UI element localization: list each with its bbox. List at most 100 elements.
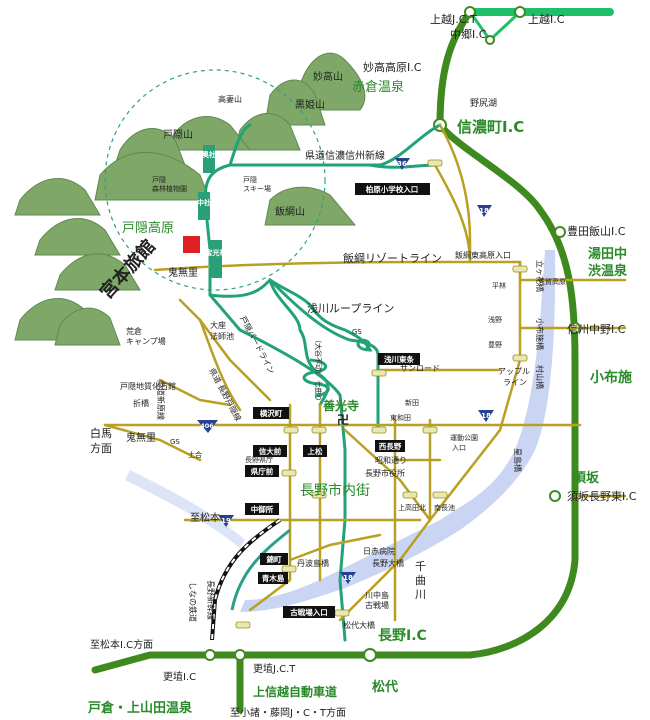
svg-text:18: 18 xyxy=(479,207,489,215)
intersection-label-boxes: 柏原小学校入口 浅川東条 横沢町 信大前 上松 西長野 県庁前 中御所 錦町 青… xyxy=(245,183,430,618)
label-shinden: 新田 xyxy=(405,398,419,407)
label-joetsu-ic: 上越I.C xyxy=(528,12,565,26)
label-myoko-ic: 妙高高原I.C xyxy=(363,60,422,74)
svg-text:信大前: 信大前 xyxy=(259,446,282,456)
svg-text:横沢町: 横沢町 xyxy=(260,408,283,418)
label-nagano-ic: 長野I.C xyxy=(378,628,427,644)
label-toyota-iiyama: 豊田飯山I.C xyxy=(567,224,626,238)
label-iizuna: 飯綱山 xyxy=(275,205,305,218)
label-apple-1: アップル xyxy=(498,367,530,376)
label-joshinetsu: 上信越自動車道 xyxy=(253,684,337,699)
label-iizuna-higashi: 飯綱東高原入口 xyxy=(455,250,511,260)
label-hirabayashi: 平林 xyxy=(492,281,506,290)
yellow-roads xyxy=(103,123,627,622)
label-higashiwada: 東和田 xyxy=(390,413,411,422)
signal-markers xyxy=(235,159,528,629)
label-kinami-2: 鬼無里 xyxy=(126,431,156,444)
label-ojiro-1: 大座 xyxy=(210,320,226,330)
label-shikanochi: 志賀高原 xyxy=(538,277,566,286)
label-nagano-kencho: 長野県庁 xyxy=(245,455,273,464)
label-zenkoji: 善光寺 xyxy=(323,398,359,413)
label-togakushi-san: 戸隠山 xyxy=(163,129,193,141)
label-koshoku-ic: 更埴I.C xyxy=(163,670,196,683)
label-nagano-shiyakusho: 長野市役所 xyxy=(365,468,405,478)
svg-text:18: 18 xyxy=(343,574,353,582)
label-chikuma-1: 千 xyxy=(415,560,426,573)
label-suzaka: 須坂 xyxy=(572,470,600,486)
label-asakawa-loop: 浅川ループライン xyxy=(307,302,394,315)
label-hikari: 戸隠地質化石館 xyxy=(120,381,176,391)
svg-text:青木島: 青木島 xyxy=(262,573,285,583)
label-nojiriko: 野尻湖 xyxy=(470,98,497,109)
label-showadori: 昭和通り xyxy=(375,455,407,465)
label-nagano-shinkansen: 長野新幹線 xyxy=(206,580,216,620)
label-toyono: 豊野 xyxy=(488,340,502,349)
label-to-komoro: 至小諸・藤岡J・C・T方面 xyxy=(230,706,346,719)
label-apple-2: ライン xyxy=(503,378,527,387)
label-murayama: 村山橋 xyxy=(535,365,545,389)
label-gs1: GS xyxy=(170,438,180,446)
label-togakushi-forest-1: 戸隠 xyxy=(152,175,166,184)
mountain-range xyxy=(14,52,366,346)
route-shields: 36 18 18 18 406 19 xyxy=(197,158,494,584)
asakawa-loop-road xyxy=(269,278,373,352)
label-obuse: 小布施 xyxy=(590,369,632,386)
label-suzaka-nagano-higashi: 須坂長野東I.C xyxy=(567,490,637,503)
label-togura: 戸倉・上山田温泉 xyxy=(88,700,193,716)
route-18-shield-south: 18 xyxy=(340,572,356,584)
svg-text:西長野: 西長野 xyxy=(379,442,402,451)
route-36-shield: 36 xyxy=(395,158,410,170)
label-kawanakajima-2: 古戦場 xyxy=(365,600,389,610)
label-koshoku-jct: 更埴J.C.T xyxy=(253,662,296,675)
label-takatsuma: 高妻山 xyxy=(218,94,242,104)
label-togakushi-forest-2: 森林植物園 xyxy=(152,184,187,193)
label-bird-line: 県道 長野戸隠線 xyxy=(207,366,243,422)
label-kendo-kinami: 県道新原線 xyxy=(156,380,166,420)
label-matsushiro: 松代 xyxy=(372,679,398,695)
label-shinshu-shinsen: 県道信濃信州新線 xyxy=(305,149,385,162)
label-orihashi: 折橋 xyxy=(133,398,149,408)
route-18-shield-east: 18 xyxy=(478,410,494,422)
label-hakuba-2: 方面 xyxy=(90,441,112,455)
label-kamitakada: 上高田北 xyxy=(398,503,426,512)
label-matsushiro-bridge: 松代大橋 xyxy=(343,620,375,630)
route-18-shield-north: 18 xyxy=(477,205,492,217)
label-akakura: 赤倉温泉 xyxy=(352,79,404,95)
route-406-shield: 406 xyxy=(197,420,218,433)
label-obusebashi: 小布施橋 xyxy=(535,318,545,350)
label-shinanomachi: 信濃町I.C xyxy=(457,118,524,136)
label-undokoen-1: 運動公園 xyxy=(450,433,478,442)
label-chikuma-2: 曲 xyxy=(415,574,426,587)
label-kurohime: 黒姫山 xyxy=(295,98,325,111)
zenkoji-icon: 卍 xyxy=(337,413,349,427)
svg-text:錦町: 錦町 xyxy=(266,554,282,564)
expressway xyxy=(91,8,614,714)
svg-text:古戦場入口: 古戦場入口 xyxy=(290,607,328,617)
label-togakushi-ski-1: 戸隠 xyxy=(243,175,257,184)
label-iizuna-resort: 飯綱リゾートライン xyxy=(343,251,442,265)
label-nagano-ohashi: 長野大橋 xyxy=(372,558,404,568)
label-kinami: 鬼無里 xyxy=(168,266,198,279)
label-kochi: 土合 xyxy=(188,450,202,459)
seven-curves xyxy=(302,358,330,398)
label-camp-1: 荒倉 xyxy=(126,326,142,336)
label-shinshu-nakano: 信州中野I.C xyxy=(567,323,626,336)
label-kawanakajima-1: 川中島 xyxy=(365,590,389,600)
label-togakushi-ski-2: スキー場 xyxy=(243,184,271,193)
label-shinano-railway: しなの鉄道 xyxy=(188,582,198,622)
svg-text:県庁前: 県庁前 xyxy=(251,466,274,476)
label-hoshinobashi: 星島橋 xyxy=(513,448,523,472)
svg-text:中御所: 中御所 xyxy=(251,504,274,514)
sai-river xyxy=(125,470,245,548)
label-kouhouin: （大谷不动） 七曲り xyxy=(314,336,323,401)
ryokan-marker[interactable] xyxy=(183,236,200,253)
label-ojiro-2: 法師池 xyxy=(210,331,234,341)
label-tatsugahana: 立ヶ花橋 xyxy=(535,260,545,292)
label-tambajima: 丹波島橋 xyxy=(297,558,329,568)
svg-text:奥社: 奥社 xyxy=(202,150,216,159)
label-to-matsumoto-ic: 至松本I.C方面 xyxy=(90,638,153,651)
label-to-matsumoto-road: 至松本 xyxy=(190,511,220,524)
railways xyxy=(210,518,291,641)
label-sunroad: サンロード xyxy=(400,364,440,373)
